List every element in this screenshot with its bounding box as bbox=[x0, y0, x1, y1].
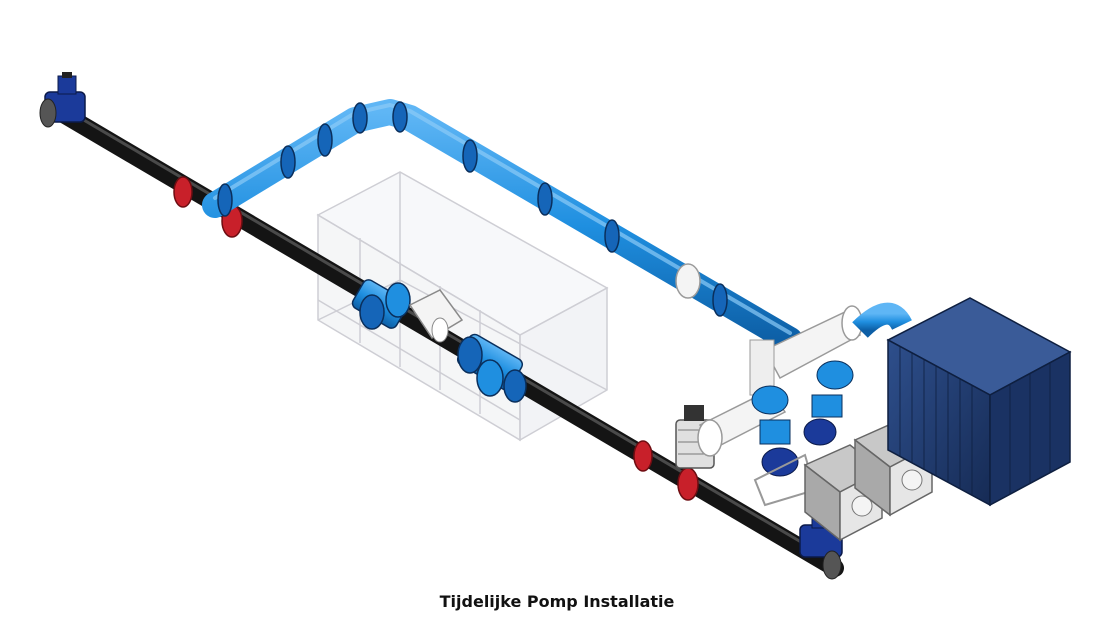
drawing-caption: Tijdelijke Pomp Installatie bbox=[439, 592, 675, 611]
blue-tee-fitting bbox=[351, 279, 411, 330]
pump-unit bbox=[751, 385, 817, 507]
pump-unit bbox=[803, 302, 912, 446]
white-pipe-section bbox=[675, 263, 701, 299]
blue-bypass-pipe bbox=[202, 99, 803, 353]
white-check-valve bbox=[408, 289, 464, 343]
red-flange bbox=[173, 176, 699, 501]
black-main-pipe bbox=[51, 103, 844, 577]
shipping-container bbox=[886, 297, 1072, 507]
gate-valve bbox=[39, 72, 86, 128]
blue-pipe-flange bbox=[217, 101, 728, 317]
blue-tee-fitting bbox=[456, 333, 527, 403]
